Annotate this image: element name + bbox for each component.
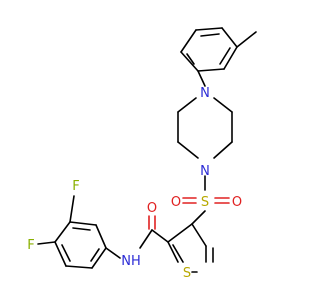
piperazine-nitrogen-bottom-label: N — [200, 164, 210, 179]
thiophene-ring — [167, 223, 214, 273]
fluorine-upper-label: F — [72, 179, 79, 194]
piperazine-ring — [177, 97, 233, 159]
difluorophenyl-ring — [54, 221, 107, 269]
sulfonyl-double-bonds — [182, 197, 230, 204]
sulfonyl-oxygen-right-label: O — [232, 195, 242, 210]
molecule-structure-diagram: N N S O O O NH S F F — [27, 27, 257, 281]
amide-group — [139, 215, 169, 249]
thiophene-sulfur-label: S — [183, 266, 191, 281]
amide-nitrogen-label: NH — [121, 254, 141, 269]
sulfonyl-sulfur-label: S — [201, 195, 209, 210]
sulfonyl-oxygen-left-label: O — [171, 195, 181, 210]
piperazine-nitrogen-top-label: N — [200, 86, 210, 101]
amide-oxygen-label: O — [147, 201, 157, 216]
aryl-nitrogen-bond — [197, 70, 206, 87]
sulfonyl-thiophene-bond — [191, 210, 206, 225]
fluorine-upper-bond — [69, 195, 75, 223]
fluorine-lower-bond — [37, 241, 56, 245]
nitrogen-aryl-bond — [105, 247, 121, 259]
methyl-bond — [236, 31, 257, 48]
fluorine-lower-label: F — [27, 238, 34, 253]
tolyl-ring — [180, 27, 238, 72]
molecule-svg: N N S O O O NH S F F — [27, 27, 257, 281]
